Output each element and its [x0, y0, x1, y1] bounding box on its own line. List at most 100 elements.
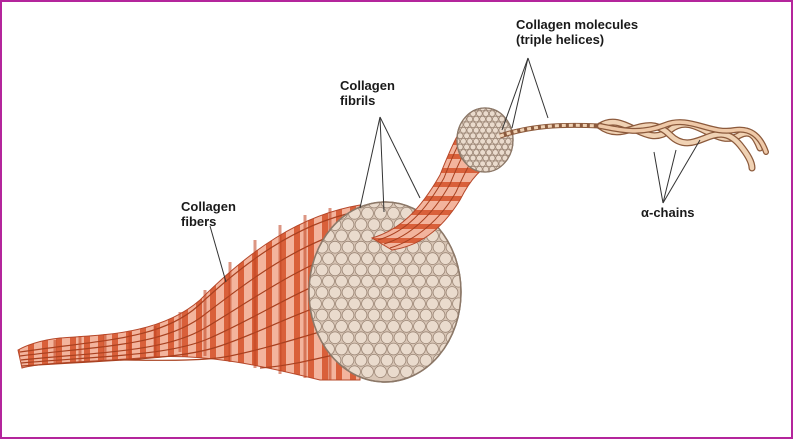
fibril-section	[303, 196, 315, 208]
molecule-section	[489, 111, 495, 117]
fibril-section	[316, 196, 328, 208]
molecule-section	[473, 150, 479, 156]
fibril-section	[401, 366, 413, 378]
fibril-section	[375, 321, 387, 333]
molecule-section	[483, 111, 489, 117]
molecule-section	[496, 155, 502, 161]
fibril-section	[446, 287, 458, 299]
molecule-section	[464, 133, 470, 139]
fibril-section	[414, 343, 426, 355]
fibril-section	[381, 287, 393, 299]
fibril-section	[440, 366, 452, 378]
fibril-section	[362, 253, 374, 265]
fibril-section	[381, 332, 393, 344]
fibril-section	[329, 241, 341, 253]
molecule-section	[493, 161, 499, 167]
fibril-section	[323, 253, 335, 265]
fibril-section	[362, 230, 374, 242]
fibril-section	[388, 366, 400, 378]
fibril-section	[394, 287, 406, 299]
molecule-section	[467, 116, 473, 122]
fibril-section	[362, 321, 374, 333]
fibril-section	[336, 343, 348, 355]
fibril-section	[427, 343, 439, 355]
fibril-section	[375, 207, 387, 219]
fibril-section	[368, 309, 380, 321]
molecule-section	[505, 139, 511, 145]
fibril-section	[388, 298, 400, 310]
fibril-section	[401, 298, 413, 310]
fibril-section	[355, 287, 367, 299]
molecule-section	[473, 161, 479, 167]
fibril-section	[336, 253, 348, 265]
fibril-section	[368, 287, 380, 299]
fibril-section	[388, 207, 400, 219]
molecule-section	[470, 155, 476, 161]
fibril-section	[381, 219, 393, 231]
fibril-section	[323, 321, 335, 333]
fibril-section	[381, 354, 393, 366]
label-collagen-molecules: Collagen molecules (triple helices)	[516, 17, 638, 47]
collagen-molecule-strand-highlight	[500, 125, 600, 136]
molecule-section	[473, 127, 479, 133]
fibril-section	[420, 264, 432, 276]
fibril-section	[381, 264, 393, 276]
fibril-section	[407, 264, 419, 276]
molecule-section	[486, 161, 492, 167]
fibril-section	[427, 275, 439, 287]
fibril-section	[329, 196, 341, 208]
fibril-section	[381, 309, 393, 321]
label-alpha-chains: α-chains	[641, 205, 695, 220]
molecule-section	[480, 116, 486, 122]
fibril-section	[368, 332, 380, 344]
molecule-section	[480, 150, 486, 156]
fibril-section	[349, 321, 361, 333]
fibril-section	[401, 253, 413, 265]
fibril-section	[355, 241, 367, 253]
molecule-section	[461, 150, 467, 156]
fibril-section	[349, 298, 361, 310]
fibril-section	[427, 253, 439, 265]
molecule-section	[493, 116, 499, 122]
fibril-section	[433, 309, 445, 321]
fibril-section	[401, 275, 413, 287]
label-collagen-fibers-line2: fibers	[181, 214, 236, 229]
fibril-section	[323, 275, 335, 287]
molecule-section	[477, 133, 483, 139]
fibril-section	[433, 332, 445, 344]
molecule-section	[493, 150, 499, 156]
fibril-section	[336, 298, 348, 310]
molecule-section	[467, 105, 473, 111]
fibril-section	[355, 354, 367, 366]
fibril-section	[349, 275, 361, 287]
fibril-section	[433, 287, 445, 299]
fibril-section	[329, 287, 341, 299]
fibril-section	[375, 343, 387, 355]
molecule-section	[467, 139, 473, 145]
fibril-section	[368, 354, 380, 366]
fibril-section	[342, 354, 354, 366]
fibril-section	[342, 287, 354, 299]
fibril-section	[329, 309, 341, 321]
molecule-section	[457, 111, 463, 117]
molecule-section	[499, 150, 505, 156]
molecule-section	[467, 150, 473, 156]
molecule-section	[483, 122, 489, 128]
molecule-section	[454, 105, 460, 111]
fibril-section	[362, 366, 374, 378]
fibril-section	[355, 309, 367, 321]
fibril-section	[407, 287, 419, 299]
fibril-section	[414, 275, 426, 287]
fibril-section	[355, 332, 367, 344]
fibril-section	[349, 230, 361, 242]
fibril-section	[440, 298, 452, 310]
fibril-section	[440, 321, 452, 333]
molecule-section	[486, 127, 492, 133]
molecule-section	[509, 111, 515, 117]
fibril-section	[420, 332, 432, 344]
fibril-section	[349, 253, 361, 265]
fibril-section	[329, 332, 341, 344]
molecule-section	[477, 122, 483, 128]
molecule-section	[489, 155, 495, 161]
fibril-section	[453, 230, 465, 242]
